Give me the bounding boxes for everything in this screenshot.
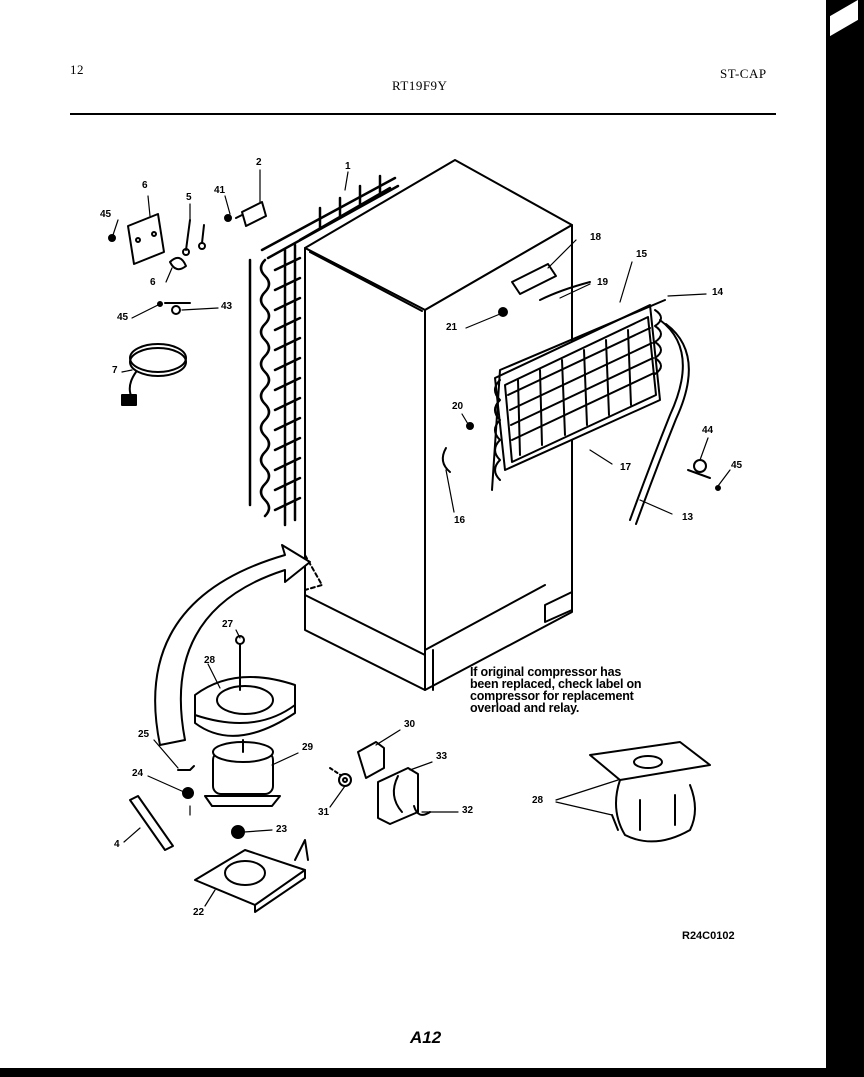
callout-45-right: 45 (731, 460, 743, 471)
scan-edge-right (826, 0, 864, 1077)
part-44-thermostat (687, 459, 711, 479)
part-19-tube (539, 281, 591, 301)
header-rule (70, 113, 776, 115)
part-29-compressor (204, 739, 281, 807)
callout-45-mid: 45 (117, 312, 129, 323)
part-24-grommet (182, 787, 194, 799)
callout-25: 25 (138, 729, 150, 740)
part-25-clip (177, 765, 195, 771)
part-28-base-plate (194, 676, 296, 737)
part-16-tube (441, 447, 451, 473)
part-30-relay (329, 741, 385, 779)
note-line-3: compressor for replacement (470, 689, 634, 703)
callout-28-alt: 28 (532, 795, 544, 806)
callout-27: 27 (222, 619, 234, 630)
direction-arrow (154, 544, 323, 746)
section-code: ST-CAP (720, 66, 767, 81)
part-7-power-cord (121, 343, 187, 406)
callout-20: 20 (452, 401, 464, 412)
part-22-mounting-bracket (194, 839, 309, 913)
callout-13: 13 (682, 512, 694, 523)
footer-page-number: A12 (410, 1028, 442, 1047)
part-2-clip (235, 201, 267, 227)
callout-4: 4 (114, 839, 120, 850)
note-line-1: If original compressor has (470, 665, 622, 679)
model-number: RT19F9Y (392, 78, 448, 93)
callout-14: 14 (712, 287, 724, 298)
callout-7: 7 (112, 365, 118, 376)
part-43-clamp (164, 302, 191, 315)
part-13-drain-tube (629, 319, 690, 525)
callout-15: 15 (636, 249, 648, 260)
callout-33: 33 (436, 751, 448, 762)
callout-2: 2 (256, 157, 262, 168)
callout-22: 22 (193, 907, 205, 918)
page-number: 12 (70, 62, 84, 77)
condenser-coil (248, 174, 400, 527)
part-31-overload (338, 773, 352, 787)
part-18-bracket (511, 263, 557, 295)
part-23-grommet (231, 825, 245, 839)
callout-32: 32 (462, 805, 474, 816)
part-27-grommet (235, 635, 245, 691)
callout-21: 21 (446, 322, 458, 333)
callout-24: 24 (132, 768, 144, 779)
diagram-reference-code: R24C0102 (682, 930, 735, 942)
callout-16: 16 (454, 515, 466, 526)
small-screws (108, 214, 721, 491)
callout-28-base: 28 (204, 655, 216, 666)
note-line-4: overload and relay. (470, 701, 580, 715)
compressor-note: If original compressor has been replaced… (470, 665, 690, 715)
callout-6-top: 6 (142, 180, 148, 191)
part-6-bracket (127, 213, 165, 265)
callout-43: 43 (221, 301, 233, 312)
part-28-compressor-alt (589, 741, 711, 843)
scan-edge-bottom (0, 1068, 864, 1077)
callout-19: 19 (597, 277, 609, 288)
callout-17: 17 (620, 462, 632, 473)
part-5-screws (182, 219, 206, 256)
part-6-clip (169, 256, 187, 271)
callout-1: 1 (345, 161, 351, 172)
callout-23: 23 (276, 824, 288, 835)
callout-18: 18 (590, 232, 602, 243)
note-line-2: been replaced, check label on (470, 677, 642, 691)
callout-6-mid: 6 (150, 277, 156, 288)
callout-44: 44 (702, 425, 714, 436)
callout-31: 31 (318, 807, 330, 818)
callout-41: 41 (214, 185, 226, 196)
callout-5: 5 (186, 192, 192, 203)
callout-30: 30 (404, 719, 416, 730)
callout-45-top: 45 (100, 209, 112, 220)
leader-lines (111, 169, 731, 907)
evaporator-coil (491, 299, 666, 491)
part-33-capacitor (377, 767, 431, 825)
part-4-drier (129, 795, 174, 851)
callout-29: 29 (302, 742, 314, 753)
